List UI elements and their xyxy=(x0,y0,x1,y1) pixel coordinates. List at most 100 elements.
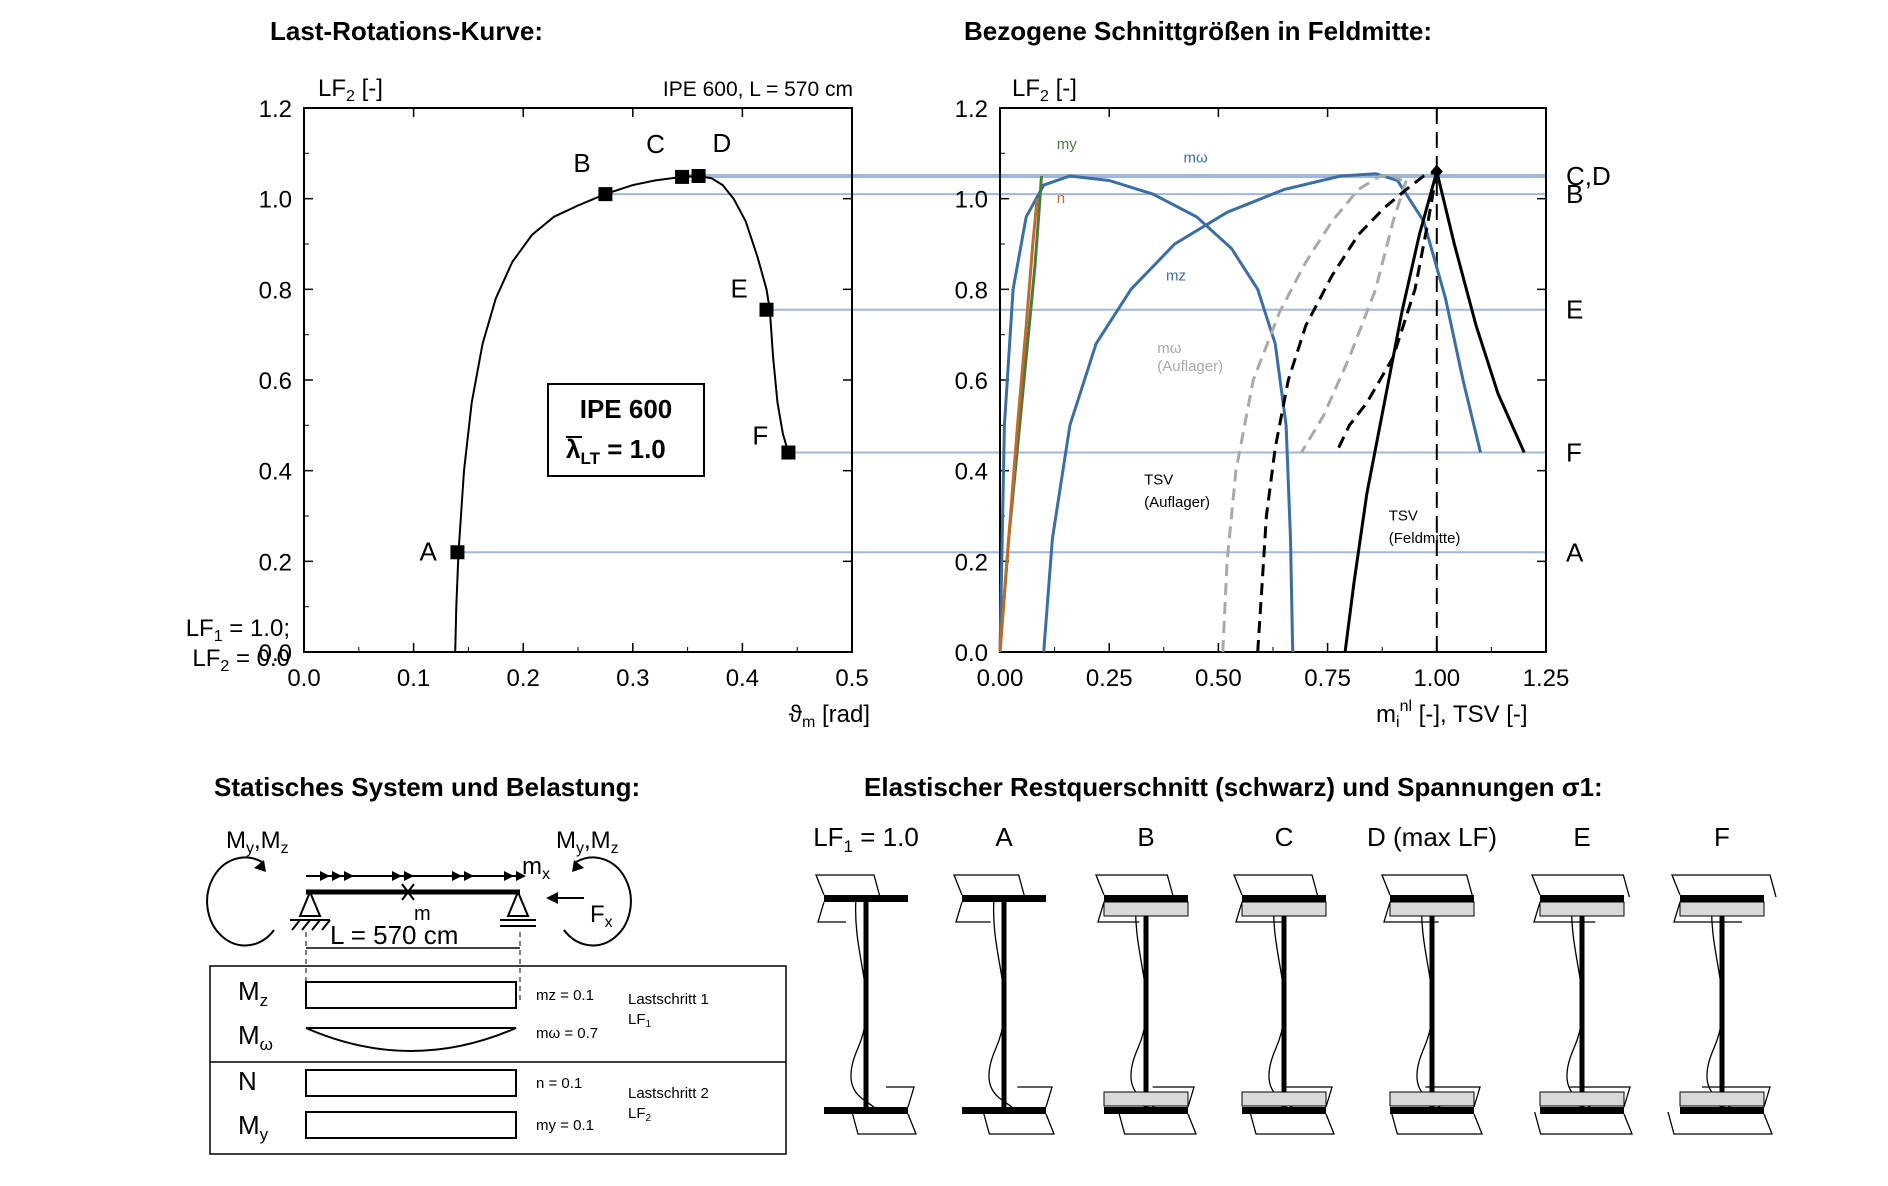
chart2-curve-label: mω xyxy=(1157,340,1181,357)
mx-label: mx xyxy=(522,853,550,883)
stress-web xyxy=(850,897,877,1111)
stress-top xyxy=(953,874,1026,923)
point-D xyxy=(691,169,706,183)
my-value: my = 0.1 xyxy=(536,1117,594,1134)
chart1-label-box xyxy=(547,383,705,477)
flange-bottom xyxy=(1540,1107,1624,1114)
chart1-xtick-label: 0.4 xyxy=(726,665,759,692)
chart1-start-label-1: LF1 = 1.0; xyxy=(186,615,290,645)
chart2-series-6 xyxy=(1256,170,1438,653)
left-moment-label: My,Mz xyxy=(226,827,289,857)
stress-web xyxy=(1566,897,1593,1111)
chart2-ytick-label: 0.8 xyxy=(955,277,988,304)
level-label-CD: C,D xyxy=(1566,161,1611,191)
point-B xyxy=(598,187,613,202)
cross-section xyxy=(953,874,1055,1135)
chart2-curve-label: (Auflager) xyxy=(1157,358,1223,375)
stress-web xyxy=(1706,897,1733,1111)
midspan-label: m xyxy=(414,903,431,925)
flange-bottom xyxy=(1680,1107,1764,1114)
cross-section xyxy=(1531,874,1633,1135)
flange-bottom xyxy=(1104,1107,1188,1114)
chart2-curve-label: (Auflager) xyxy=(1144,494,1210,511)
chart2-curve-label: mz xyxy=(1166,267,1186,284)
chart2-ytick-label: 0.6 xyxy=(955,368,988,395)
fx-arrowhead xyxy=(546,892,558,904)
plastic-zone-top xyxy=(1679,901,1765,917)
cross-section xyxy=(1667,874,1777,1135)
chart1-xtick-label: 0.3 xyxy=(616,665,649,692)
point-A xyxy=(450,545,465,560)
beam-sketch xyxy=(206,856,632,1002)
stress-bottom xyxy=(851,1086,917,1135)
stress-bottom xyxy=(1118,1086,1197,1135)
chart1-xtick-label: 0.2 xyxy=(507,665,540,692)
chart1-xtick-label: 0.1 xyxy=(397,665,430,692)
title-load-rotation: Last-Rotations-Kurve: xyxy=(270,16,543,46)
plastic-zone-top xyxy=(1103,901,1189,917)
chart1-ytick-label: 0.4 xyxy=(259,459,292,486)
section-label-e: E xyxy=(1573,822,1590,852)
plastic-zone-bottom xyxy=(1539,1091,1625,1107)
chart2-curve-label: mω xyxy=(1183,149,1207,166)
chart2-xtick-label: 1.25 xyxy=(1523,665,1570,692)
point-C xyxy=(675,169,690,184)
section-label-b: B xyxy=(1137,822,1154,852)
flange-bottom xyxy=(962,1107,1046,1114)
right-moment-arrowhead xyxy=(572,860,584,872)
chart1-ytick-label: 0.6 xyxy=(259,368,292,395)
mz-value: mz = 0.1 xyxy=(536,987,594,1004)
row-momega: Mω xyxy=(238,1020,273,1054)
point-label-B: B xyxy=(573,148,590,178)
left-moment-arrowhead xyxy=(254,860,266,872)
section-label-f: F xyxy=(1714,822,1730,852)
length-label: L = 570 cm xyxy=(330,920,458,950)
chart2-xtick-label: 0.00 xyxy=(977,665,1024,692)
row-my: My xyxy=(238,1110,269,1144)
chart2-curve-label: TSV xyxy=(1389,508,1418,525)
row-mz: Mz xyxy=(238,976,268,1010)
step2-lf: LF2 xyxy=(628,1105,652,1124)
chart1-xtick-label: 0.5 xyxy=(835,665,868,692)
chart2-ytick-label: 1.0 xyxy=(955,187,988,214)
stress-web xyxy=(988,897,1015,1111)
chart2-series-4 xyxy=(1221,174,1403,653)
chart2-ylabel: LF2 [-] xyxy=(1012,75,1077,105)
chart1-box-line1: IPE 600 xyxy=(580,394,673,424)
point-label-A: A xyxy=(419,536,437,566)
level-label-A: A xyxy=(1566,537,1584,567)
plastic-zone-top xyxy=(1539,901,1625,917)
level-label-B: B xyxy=(1566,179,1583,209)
stress-bottom xyxy=(982,1086,1055,1135)
stress-web xyxy=(1268,897,1295,1111)
chart2-xtick-label: 0.25 xyxy=(1086,665,1133,692)
chart1-frame xyxy=(303,107,853,653)
point-E xyxy=(759,302,774,317)
stress-bottom xyxy=(1534,1086,1633,1135)
right-moment-label: My,Mz xyxy=(556,827,619,857)
chart2-series-8 xyxy=(1343,171,1439,653)
title-section-forces: Bezogene Schnittgrößen in Feldmitte: xyxy=(964,16,1432,46)
plastic-zone-bottom xyxy=(1679,1091,1765,1107)
chart2-series-3 xyxy=(998,198,1039,653)
chart2-curve-label: TSV xyxy=(1144,471,1173,488)
chart2-series-7 xyxy=(1334,171,1439,454)
title-elastic-section: Elastischer Restquerschnitt (schwarz) un… xyxy=(864,772,1603,802)
chart2-ytick-label: 0.4 xyxy=(955,459,988,486)
n-value: n = 0.1 xyxy=(536,1075,582,1092)
n-diagram xyxy=(305,1069,517,1097)
flange-bottom xyxy=(1390,1107,1474,1114)
chart2-curve-label: (Feldmitte) xyxy=(1389,530,1461,547)
plastic-zone-bottom xyxy=(1389,1091,1475,1107)
stress-bottom xyxy=(1667,1086,1773,1135)
chart1-ylabel: LF2 [-] xyxy=(318,75,383,105)
left-moment-arrow xyxy=(206,856,275,947)
stress-top xyxy=(1531,874,1630,923)
momega-diagram xyxy=(305,1027,517,1052)
chart1-ytick-label: 0.0 xyxy=(259,640,292,667)
right-moment-arrow xyxy=(563,856,632,947)
chart1-xlabel: ϑm [rad] xyxy=(789,701,870,731)
